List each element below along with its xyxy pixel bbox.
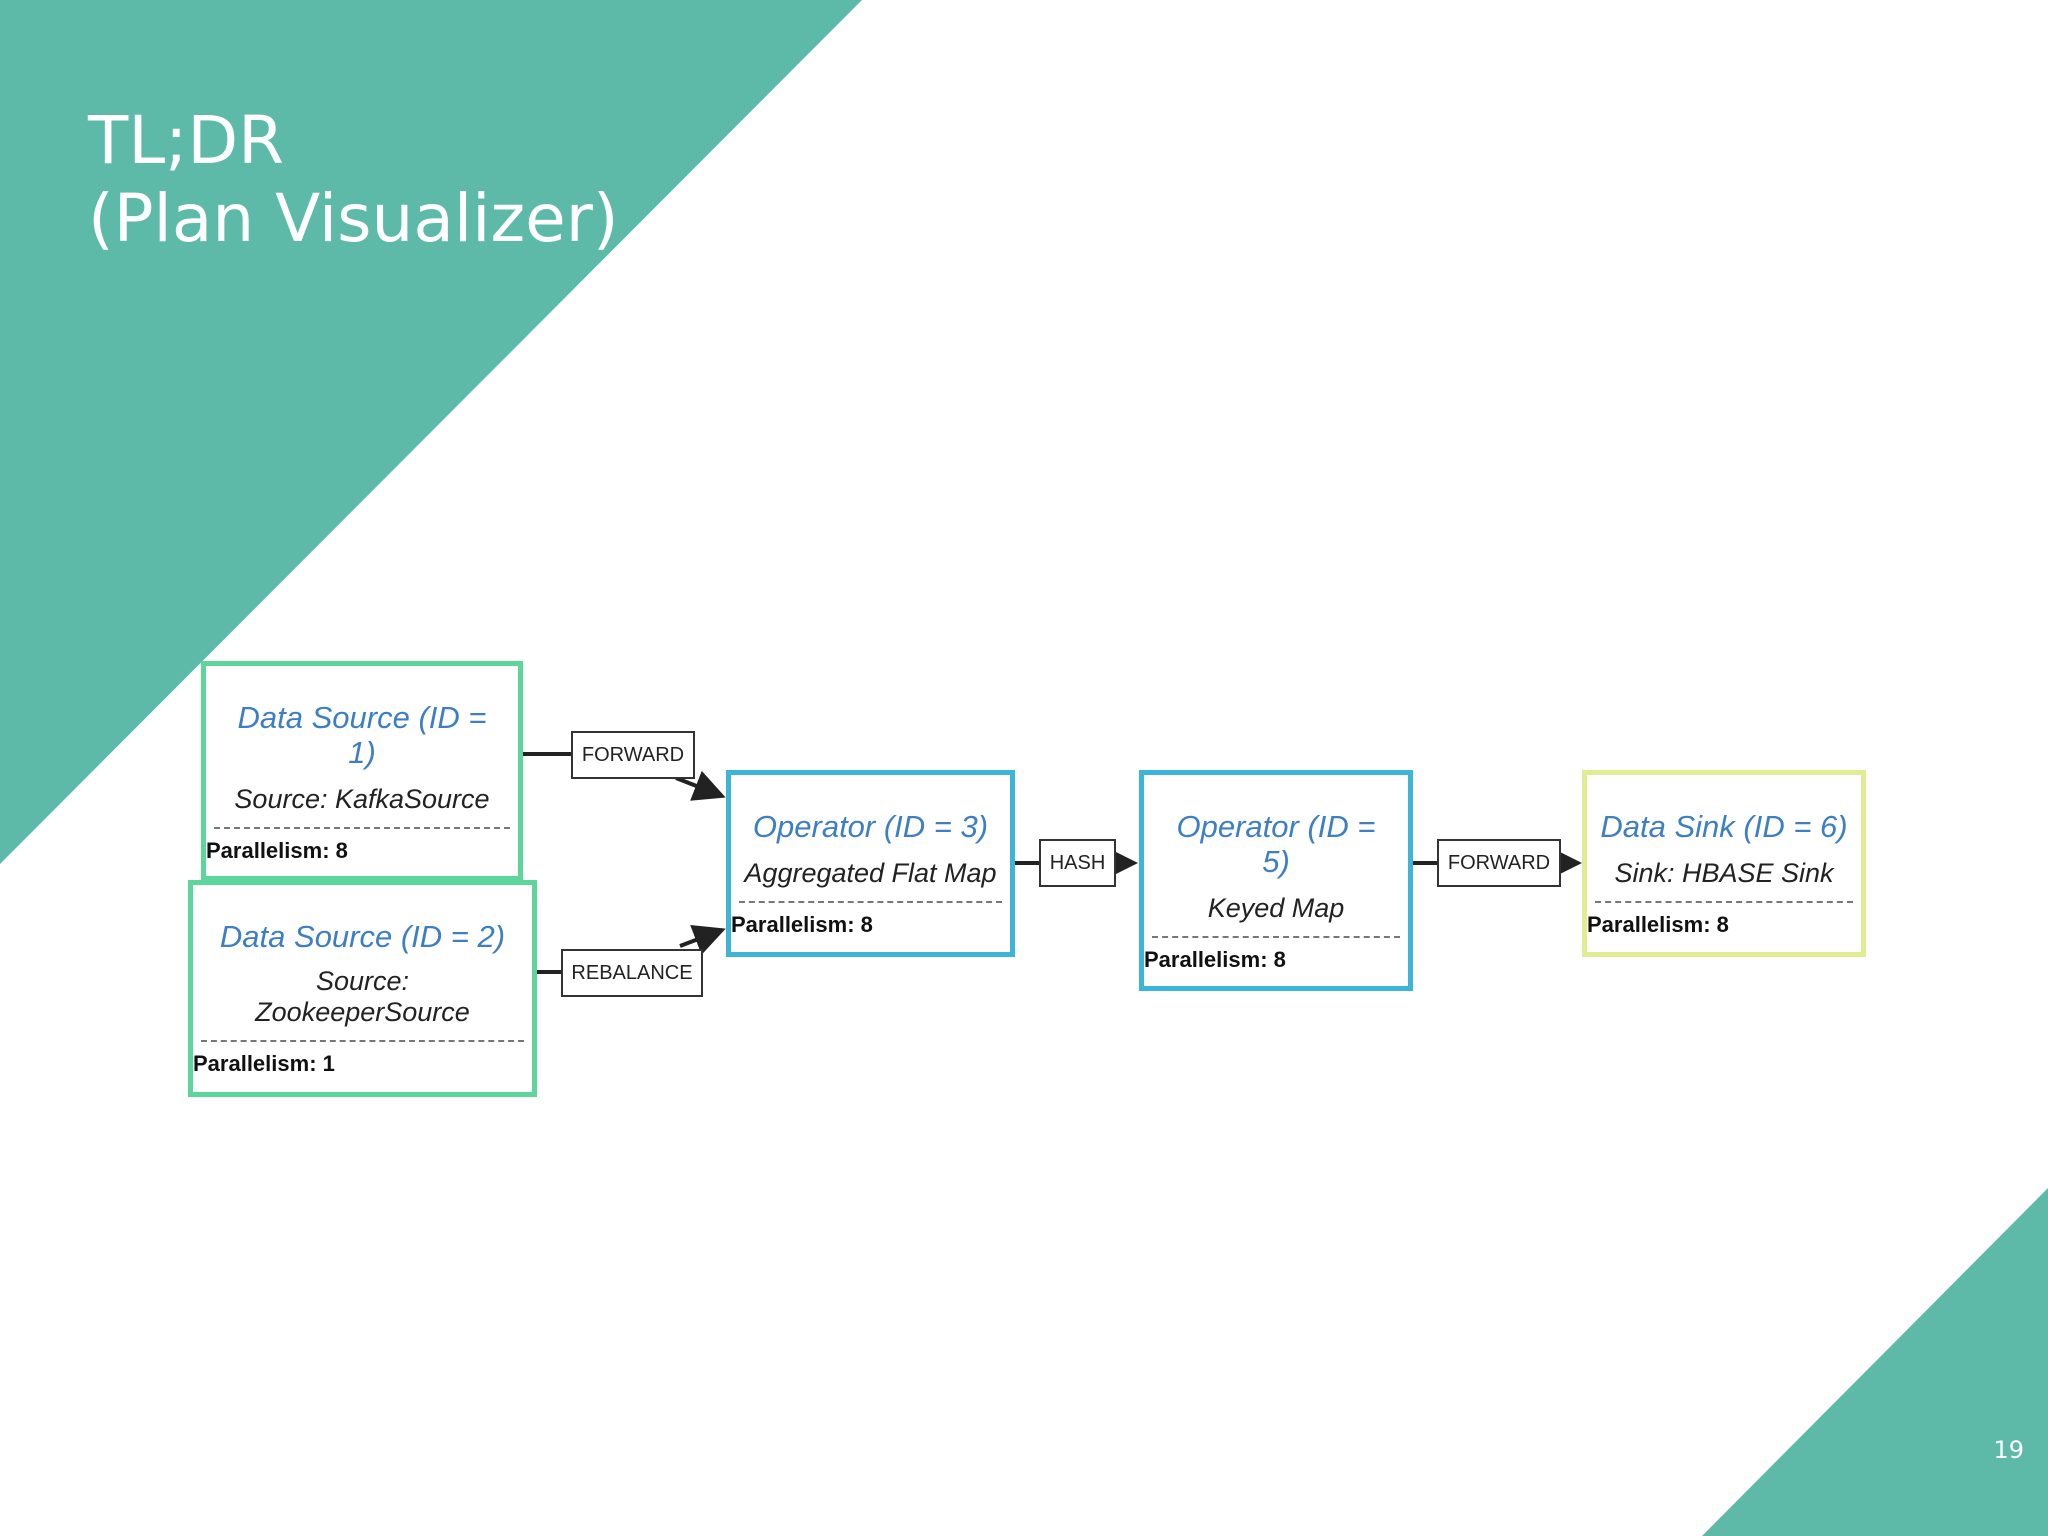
node-parallelism: Parallelism: 8: [1587, 912, 1729, 937]
node-data-sink-6[interactable]: Data Sink (ID = 6) Sink: HBASE Sink Para…: [1582, 770, 1866, 957]
edge-label-forward-2: FORWARD: [1437, 839, 1561, 887]
node-title: Data Source (ID = 2): [219, 919, 506, 954]
node-title: Operator (ID = 3): [752, 809, 989, 844]
node-parallelism: Parallelism: 8: [206, 838, 348, 863]
node-operator-5[interactable]: Operator (ID = 5) Keyed Map Parallelism:…: [1139, 770, 1413, 991]
node-parallelism: Parallelism: 8: [1144, 947, 1286, 972]
edge-label-rebalance: REBALANCE: [561, 949, 703, 997]
edge-1-3-head: [675, 770, 726, 801]
node-description: Aggregated Flat Map: [744, 858, 997, 888]
node-parallelism: Parallelism: 8: [731, 912, 873, 937]
node-separator: [201, 1040, 524, 1042]
slide-title-line-2: (Plan Visualizer): [88, 180, 619, 257]
page-number: 19: [1993, 1436, 2024, 1464]
node-separator: [739, 901, 1002, 903]
edge-label-hash: HASH: [1039, 839, 1116, 887]
node-title: Data Source (ID = 1): [237, 700, 487, 770]
node-description: Keyed Map: [1207, 893, 1345, 923]
edge-2-3-head: [679, 925, 726, 955]
bottom-right-accent-triangle: [1702, 1188, 2048, 1536]
edge-label-forward-1: FORWARD: [571, 731, 695, 779]
node-title: Data Sink (ID = 6): [1600, 809, 1848, 844]
node-data-source-1[interactable]: Data Source (ID = 1) Source: KafkaSource…: [201, 661, 523, 881]
node-description: Sink: HBASE Sink: [1614, 858, 1834, 888]
node-parallelism: Parallelism: 1: [193, 1051, 335, 1076]
node-separator: [214, 827, 510, 829]
slide-title-line-1: TL;DR: [88, 102, 285, 179]
node-description: Source: ZookeeperSource: [255, 966, 470, 1027]
node-separator: [1595, 901, 1853, 903]
node-title: Operator (ID = 5): [1176, 809, 1376, 879]
node-description: Source: KafkaSource: [234, 784, 490, 814]
node-data-source-2[interactable]: Data Source (ID = 2) Source: ZookeeperSo…: [188, 880, 537, 1097]
node-separator: [1152, 936, 1400, 938]
top-left-accent-triangle: [0, 0, 862, 864]
node-operator-3[interactable]: Operator (ID = 3) Aggregated Flat Map Pa…: [726, 770, 1015, 957]
